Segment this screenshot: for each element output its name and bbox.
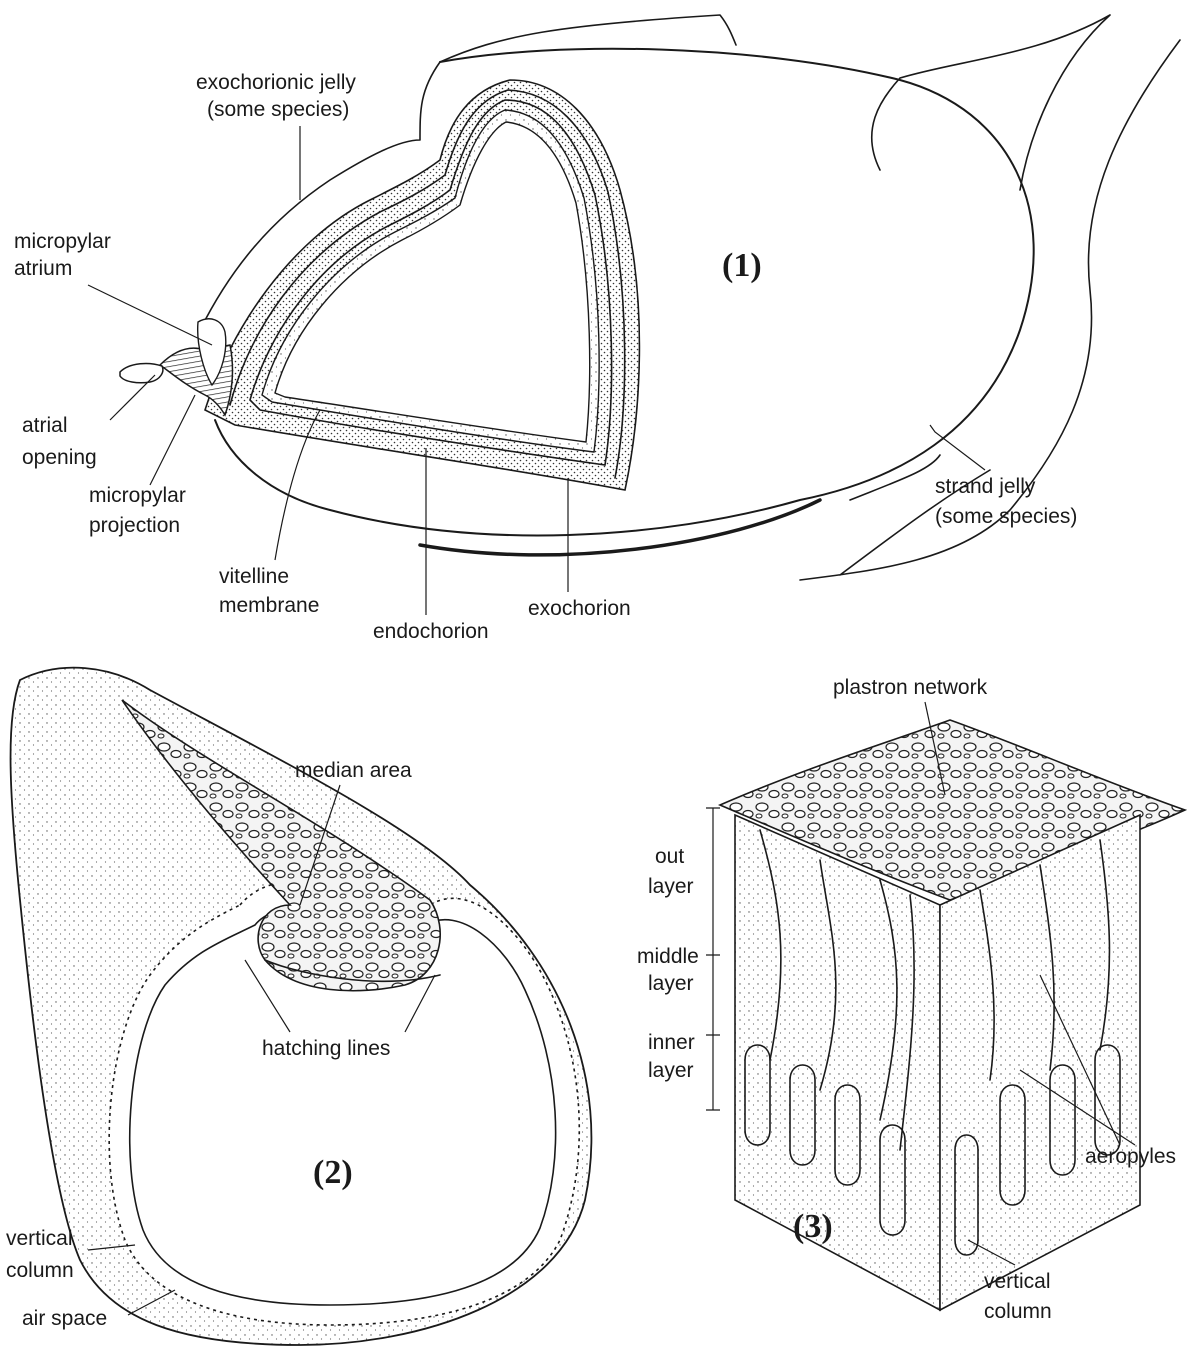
label-exochorionic-jelly-1: exochorionic jelly bbox=[196, 71, 356, 94]
label-micropylar-atrium-1: micropylar bbox=[14, 230, 111, 253]
atrial-opening-shape bbox=[120, 364, 163, 383]
label-micropylar-atrium-2: atrium bbox=[14, 257, 72, 280]
label-atrial-opening-1: atrial bbox=[22, 414, 68, 437]
label-endochorion: endochorion bbox=[373, 620, 489, 643]
label-strand-jelly-1: strand jelly bbox=[935, 475, 1036, 498]
label-out-layer-1: out bbox=[655, 845, 684, 868]
label-inner-layer-2: layer bbox=[648, 1059, 694, 1082]
label-out-layer-2: layer bbox=[648, 875, 694, 898]
label-vertical-column-fig3-1: vertical bbox=[984, 1270, 1051, 1293]
leader-micropylar-atrium bbox=[88, 285, 212, 345]
label-middle-layer-1: middle bbox=[637, 945, 699, 968]
layer-scale-bar bbox=[706, 808, 720, 1110]
label-strand-jelly-2: (some species) bbox=[935, 505, 1077, 528]
panel-label-2: (2) bbox=[313, 1154, 353, 1191]
leader-micropylar-projection bbox=[150, 395, 195, 485]
label-micropylar-projection-2: projection bbox=[89, 514, 180, 537]
label-vertical-column-fig2-2: column bbox=[6, 1259, 74, 1282]
label-air-space: air space bbox=[22, 1307, 107, 1330]
panel-label-1: (1) bbox=[722, 247, 762, 284]
label-vitelline-membrane-2: membrane bbox=[219, 594, 319, 617]
label-micropylar-projection-1: micropylar bbox=[89, 484, 186, 507]
egg-shadow-edge bbox=[420, 500, 820, 555]
label-middle-layer-2: layer bbox=[648, 972, 694, 995]
label-vertical-column-fig2-1: vertical bbox=[6, 1227, 73, 1250]
figure-3-chorion-block bbox=[706, 720, 1185, 1310]
leader-strand-jelly bbox=[930, 425, 985, 470]
label-median-area: median area bbox=[295, 759, 412, 782]
label-vertical-column-fig3-2: column bbox=[984, 1300, 1052, 1323]
label-exochorionic-jelly-2: (some species) bbox=[207, 98, 349, 121]
label-inner-layer-1: inner bbox=[648, 1031, 695, 1054]
label-atrial-opening-2: opening bbox=[22, 446, 97, 469]
label-vitelline-membrane-1: vitelline bbox=[219, 565, 289, 588]
label-aeropyles: aeropyles bbox=[1085, 1145, 1176, 1168]
panel-label-3: (3) bbox=[793, 1208, 833, 1245]
label-plastron-network: plastron network bbox=[833, 676, 988, 699]
label-exochorion: exochorion bbox=[528, 597, 631, 620]
label-hatching-lines: hatching lines bbox=[262, 1037, 390, 1060]
